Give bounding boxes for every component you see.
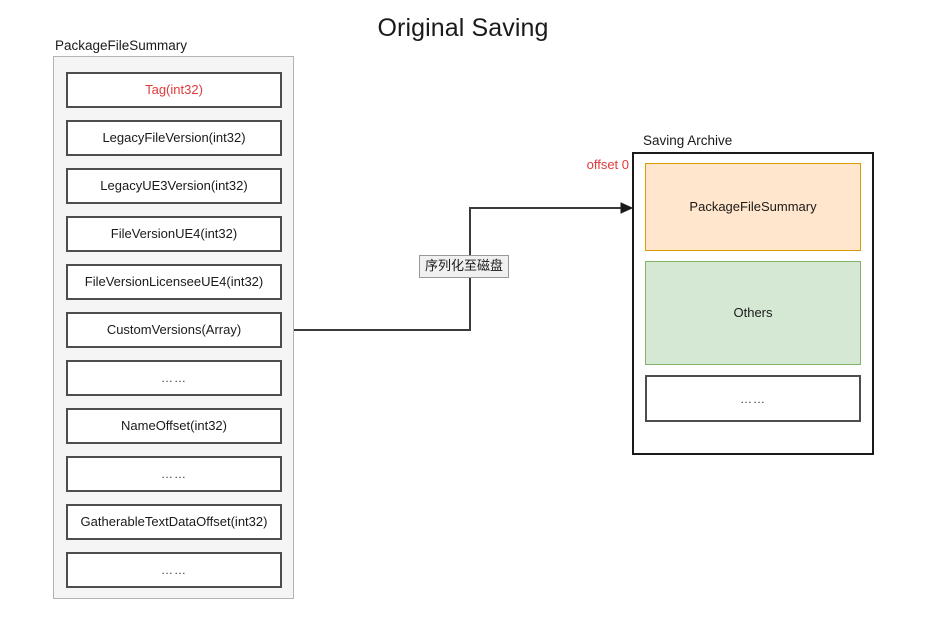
archive-block-others[interactable]: Others bbox=[645, 261, 861, 365]
serialize-to-disk-label: 序列化至磁盘 bbox=[419, 255, 510, 278]
summary-field-tag[interactable]: Tag(int32) bbox=[66, 72, 282, 108]
summary-field-file-version-licensee-ue4[interactable]: FileVersionLicenseeUE4(int32) bbox=[66, 264, 282, 300]
archive-block-package-file-summary[interactable]: PackageFileSummary bbox=[645, 163, 861, 251]
archive-block-ellipsis: …… bbox=[645, 375, 861, 422]
summary-field-name-offset[interactable]: NameOffset(int32) bbox=[66, 408, 282, 444]
arrowhead-icon bbox=[620, 202, 634, 214]
page-title: Original Saving bbox=[377, 14, 549, 42]
summary-field-custom-versions[interactable]: CustomVersions(Array) bbox=[66, 312, 282, 348]
package-file-summary-group-label: PackageFileSummary bbox=[55, 38, 188, 53]
summary-field-legacy-ue3-version[interactable]: LegacyUE3Version(int32) bbox=[66, 168, 282, 204]
summary-field-legacy-file-version[interactable]: LegacyFileVersion(int32) bbox=[66, 120, 282, 156]
summary-field-ellipsis-3: …… bbox=[66, 552, 282, 588]
saving-archive-group-label: Saving Archive bbox=[643, 133, 733, 148]
summary-field-file-version-ue4[interactable]: FileVersionUE4(int32) bbox=[66, 216, 282, 252]
summary-field-ellipsis-2: …… bbox=[66, 456, 282, 492]
summary-field-ellipsis-1: …… bbox=[66, 360, 282, 396]
offset-zero-label: offset 0 bbox=[586, 157, 629, 172]
summary-field-gatherable-text-data-offset[interactable]: GatherableTextDataOffset(int32) bbox=[66, 504, 282, 540]
package-file-summary-container: Tag(int32) LegacyFileVersion(int32) Lega… bbox=[53, 56, 294, 599]
saving-archive-container: PackageFileSummary Others …… bbox=[632, 152, 874, 455]
